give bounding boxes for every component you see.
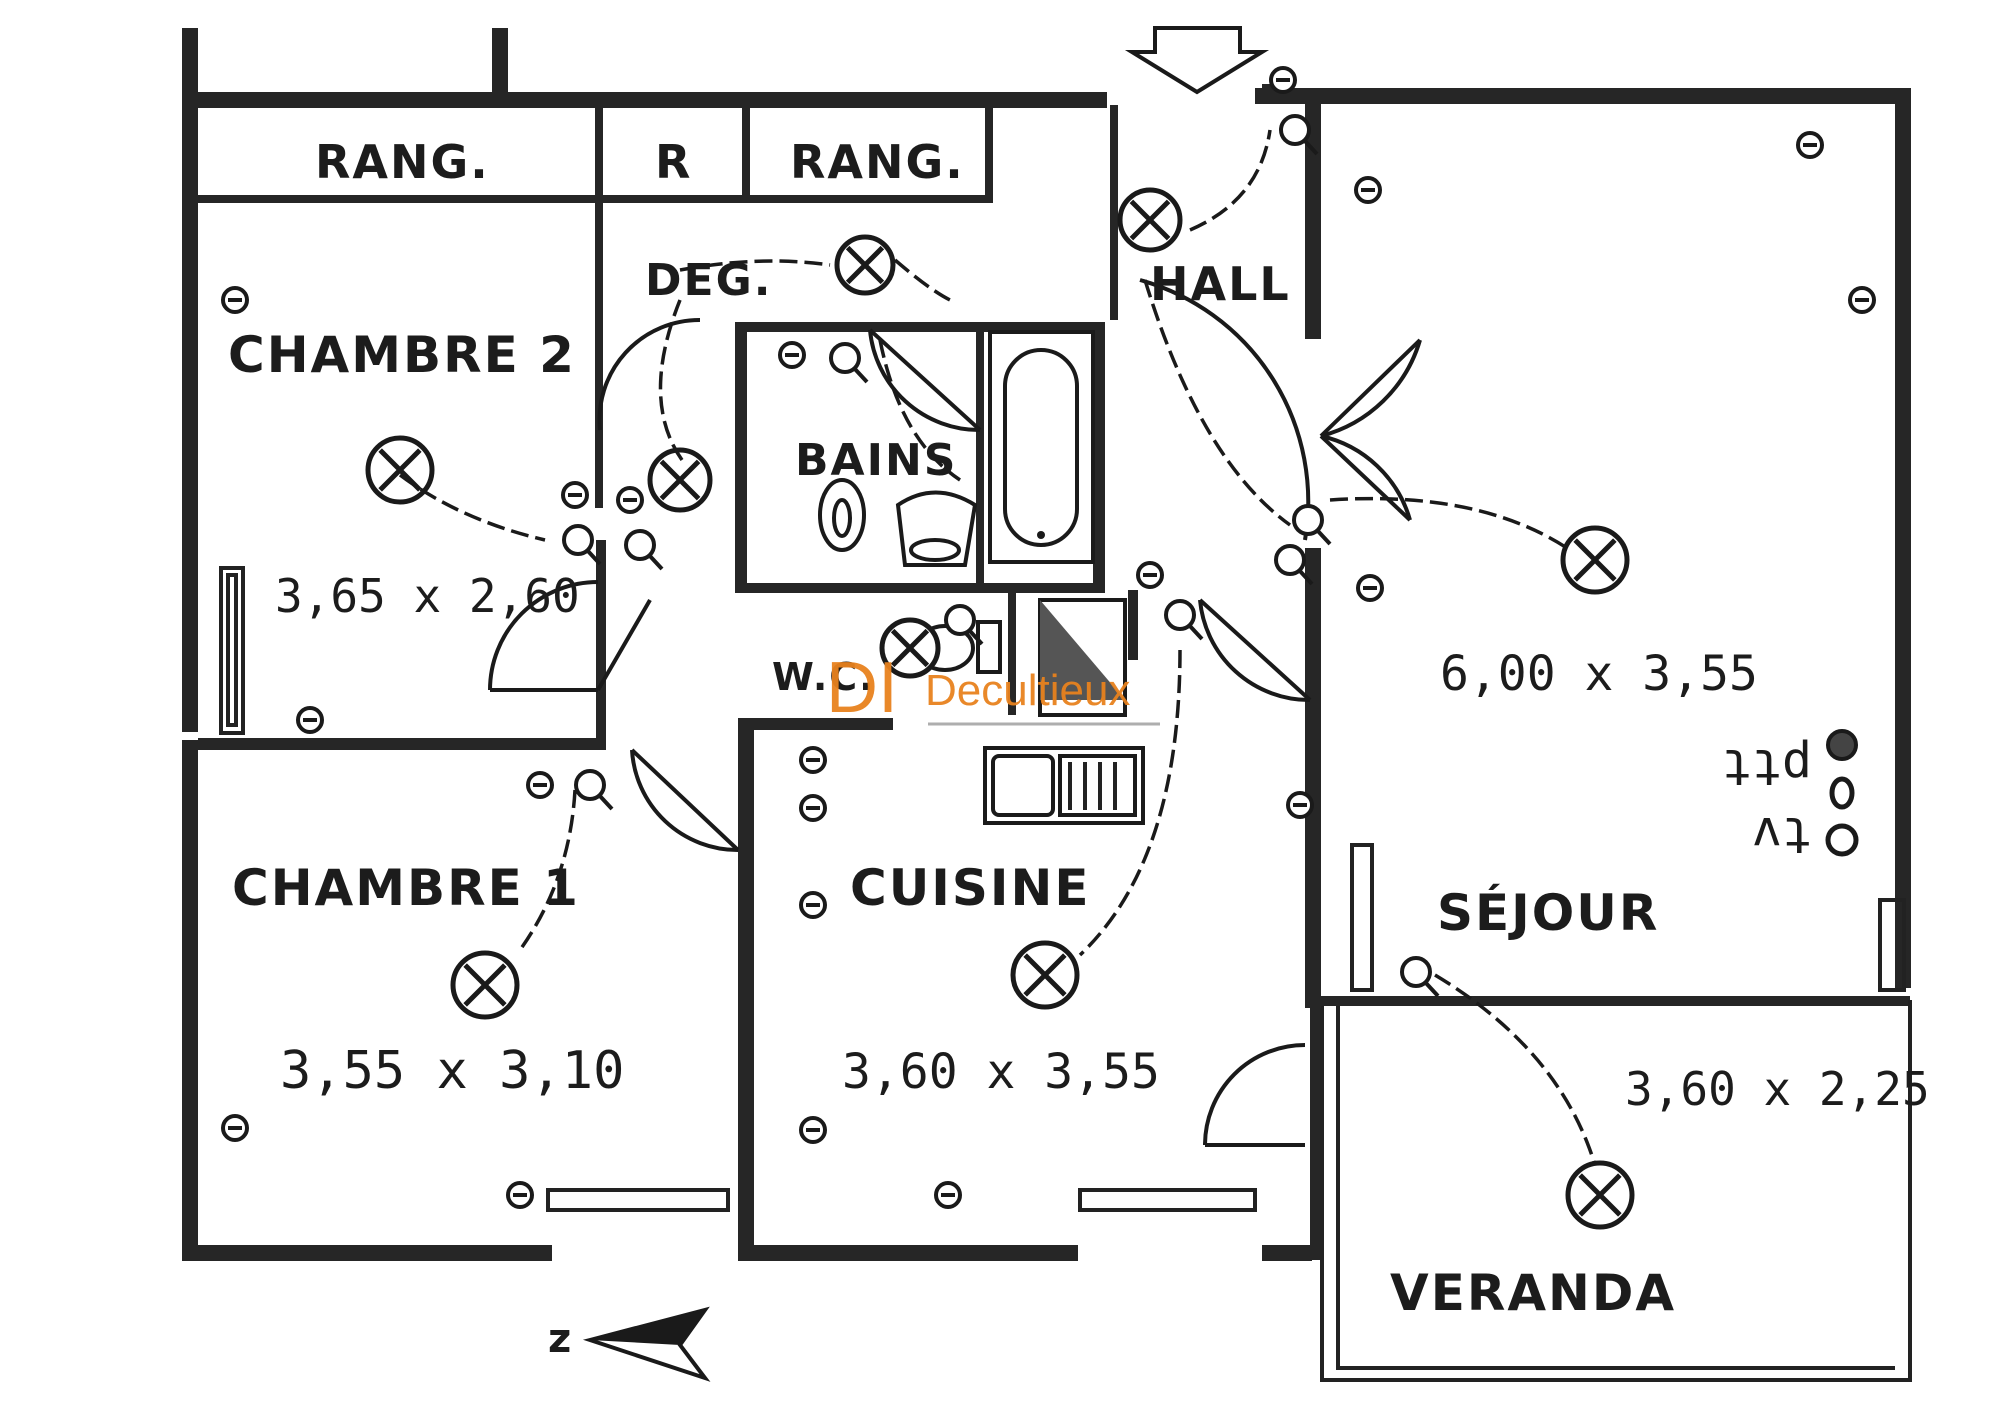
compass: z [548, 1306, 711, 1382]
interior-walls [198, 104, 1321, 1253]
room-label-sejour: SÉJOUR [1437, 883, 1659, 942]
tv-outlet-icon [1829, 776, 1855, 810]
ptt-outlet-icon [1826, 729, 1858, 761]
ptt-outlet-label: ptt [1722, 738, 1812, 796]
switch-icon [562, 524, 602, 566]
room-label-chambre-1: CHAMBRE 1 [232, 859, 580, 917]
switch-icon [944, 604, 984, 646]
room-label-rang-left: RANG. [315, 135, 490, 189]
wiring [398, 129, 1597, 1166]
ceiling-light-icon [834, 234, 896, 296]
ceiling-light-icon [365, 435, 435, 505]
ceiling-light-icon [450, 950, 520, 1020]
socket-icon [1354, 176, 1382, 204]
socket-icon [799, 746, 827, 774]
ceiling-light-icon [1010, 940, 1080, 1010]
switch-icon [1292, 504, 1332, 546]
room-label-chambre-2: CHAMBRE 2 [228, 326, 576, 384]
compass-letter: z [548, 1316, 573, 1362]
socket-icon [561, 481, 589, 509]
socket-icon [296, 706, 324, 734]
switch-icon [624, 529, 664, 571]
socket-icon [221, 1114, 249, 1142]
switch-icon [1279, 114, 1319, 156]
socket-icon [799, 891, 827, 919]
room-label-deg: DEG. [645, 255, 772, 306]
dimension-chambre-1: 3,55 x 3,10 [280, 1041, 624, 1101]
socket-icon [1796, 131, 1824, 159]
wall-sockets [221, 66, 1876, 1209]
socket-icon [1136, 561, 1164, 589]
ceiling-lights [365, 187, 1635, 1230]
room-label-wc: W.C. [772, 655, 876, 699]
ceiling-light-icon [647, 447, 713, 513]
socket-icon [778, 341, 806, 369]
socket-icon [221, 286, 249, 314]
light-switches [562, 114, 1440, 998]
kitchen-sink [983, 746, 1145, 825]
room-label-rang-right: RANG. [790, 135, 965, 189]
socket-icon [934, 1181, 962, 1209]
socket-icon [799, 1116, 827, 1144]
watermark-brand: Decultieux [925, 666, 1130, 715]
watermark-logo: DI [826, 648, 898, 728]
switch-icon [1164, 599, 1204, 641]
socket-icon [506, 1181, 534, 1209]
socket-icon [526, 771, 554, 799]
dimension-veranda: 3,60 x 2,25 [1625, 1062, 1930, 1116]
ceiling-light-icon [1560, 525, 1630, 595]
socket-icon [799, 794, 827, 822]
dimension-cuisine: 3,60 x 3,55 [842, 1044, 1160, 1100]
room-label-hall: HALL [1150, 257, 1291, 311]
watermark: DI Decultieux [826, 648, 1160, 728]
tv-outlet-label: tv [1752, 806, 1812, 864]
windows [219, 566, 1906, 1212]
shaft [1038, 598, 1127, 717]
doors [488, 278, 1422, 1147]
switch-icon [829, 342, 869, 384]
entrance-arrow [1124, 26, 1270, 95]
ceiling-light-icon [1117, 187, 1183, 253]
ceiling-light-icon [1565, 1160, 1635, 1230]
ceiling-light-icon [879, 617, 941, 679]
washbasin [895, 490, 978, 567]
socket-icon [1286, 791, 1314, 819]
veranda-frame [1320, 1000, 1912, 1382]
dimension-sejour: 6,00 x 3,55 [1440, 646, 1758, 702]
room-label-cuisine: CUISINE [850, 859, 1091, 917]
switch-icon [574, 769, 614, 811]
switch-icon [1400, 956, 1440, 998]
bidet [818, 478, 866, 552]
switch-icon [1274, 544, 1314, 586]
room-label-r: R [655, 135, 692, 189]
socket-icon [1356, 574, 1384, 602]
outer-walls [182, 28, 1911, 1261]
dimension-chambre-2: 3,65 x 2,60 [275, 569, 580, 623]
room-label-bains: BAINS [795, 435, 957, 486]
socket-icon [616, 486, 644, 514]
bathtub [988, 330, 1095, 564]
socket-icon [1269, 66, 1297, 94]
socket-icon [1848, 286, 1876, 314]
tv-outlet-icon-2 [1825, 823, 1859, 857]
room-label-veranda: VERANDA [1390, 1264, 1676, 1322]
